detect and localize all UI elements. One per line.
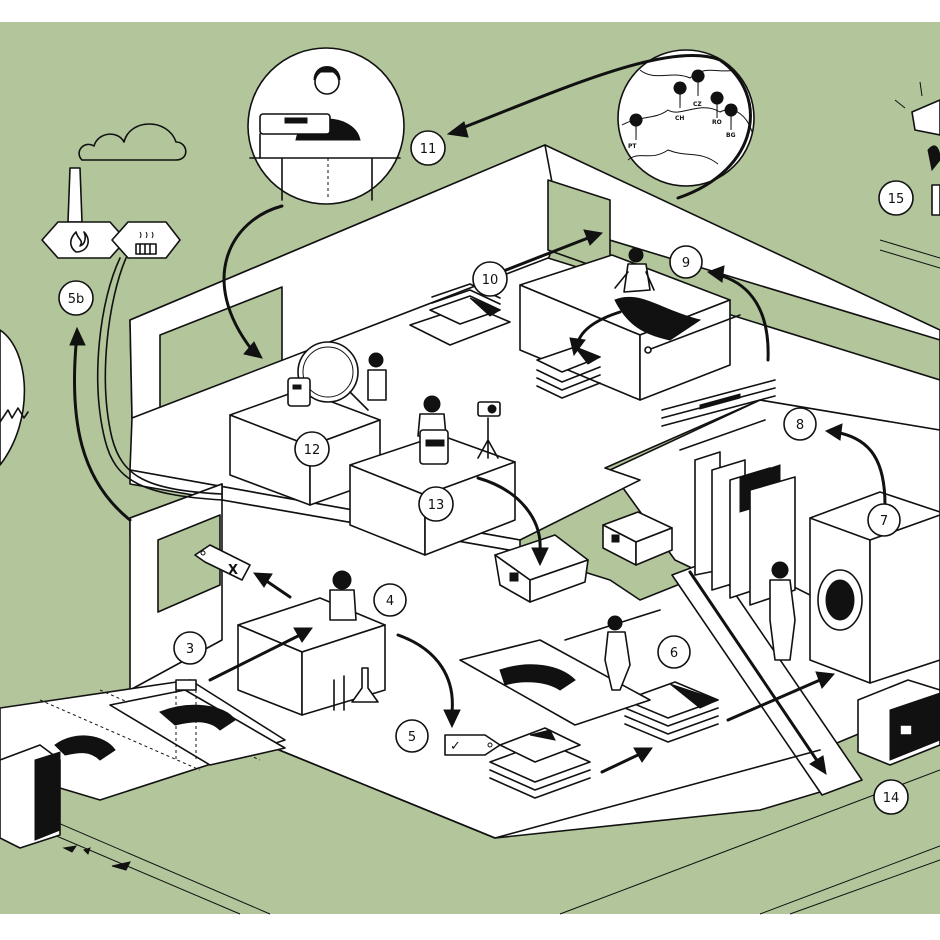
step-badge-10: 10 xyxy=(472,261,508,297)
magnifier-icon xyxy=(297,341,369,411)
step-badge-7: 7 xyxy=(867,503,901,537)
cloud-icon xyxy=(78,123,187,161)
step-badge-14: 14 xyxy=(873,779,909,815)
svg-text:8: 8 xyxy=(796,418,804,433)
svg-text:15: 15 xyxy=(888,192,905,207)
worker-inspector xyxy=(367,352,387,401)
svg-text:14: 14 xyxy=(883,791,900,806)
worker-spreader xyxy=(564,609,661,691)
step-badge-8: 8 xyxy=(783,407,817,441)
step-badge-3: 3 xyxy=(173,631,207,665)
step-badge-15: 15 xyxy=(878,180,914,216)
fabric-stack-upper-left xyxy=(409,283,511,346)
step-badge-5b: 5b xyxy=(58,280,94,316)
step-badge-6: 6 xyxy=(657,635,691,669)
step-badge-4: 4 xyxy=(373,583,407,617)
returned-backpack-15 xyxy=(894,81,940,216)
worker-washer xyxy=(769,561,796,661)
reject-tag xyxy=(194,544,251,581)
sewing-machine-icon xyxy=(259,113,331,159)
pipe xyxy=(97,257,223,501)
worker-sorter xyxy=(329,570,357,621)
shipping-box-14 xyxy=(857,679,940,766)
europe-map-icon xyxy=(617,49,755,187)
step-badge-5: 5 xyxy=(395,719,429,753)
svg-text:4: 4 xyxy=(386,594,394,609)
approve-mark: ✓ xyxy=(450,739,461,754)
fabric-outside xyxy=(54,679,286,766)
lab-flask xyxy=(333,667,379,711)
pin-label-cz: CZ xyxy=(693,101,702,108)
left-globe-partial xyxy=(0,329,26,466)
svg-text:12: 12 xyxy=(304,443,321,458)
svg-text:7: 7 xyxy=(880,514,888,529)
svg-text:10: 10 xyxy=(482,273,499,288)
pallet-stack-6 xyxy=(624,681,720,743)
svg-text:6: 6 xyxy=(670,646,678,661)
pallet-stack-5 xyxy=(489,727,591,799)
flow-arrows xyxy=(69,54,887,776)
flame-icon xyxy=(69,231,89,253)
svg-text:5: 5 xyxy=(408,730,416,745)
step-badge-9: 9 xyxy=(669,245,703,279)
svg-text:3: 3 xyxy=(186,642,194,657)
lower-window xyxy=(157,514,221,613)
step-badge-11: 11 xyxy=(410,130,446,166)
svg-text:11: 11 xyxy=(420,142,437,157)
pin-label-bg: BG xyxy=(726,132,736,139)
backpack-upper-13 xyxy=(419,429,449,465)
step-badge-12: 12 xyxy=(294,431,330,467)
pin-label-pt: PT xyxy=(628,143,637,150)
approve-tag xyxy=(444,734,501,756)
fabric-sheet-6 xyxy=(459,639,651,726)
reject-mark: X xyxy=(228,563,238,578)
worker-cutter xyxy=(614,247,655,293)
photo-table xyxy=(349,434,516,556)
svg-text:5b: 5b xyxy=(68,292,85,307)
box-icon xyxy=(602,511,673,566)
step-badge-13: 13 xyxy=(418,486,454,522)
location-pin-icon xyxy=(629,69,738,141)
fabric-stack-upper-mid xyxy=(536,345,602,399)
fabric-rolls xyxy=(661,379,776,427)
svg-text:9: 9 xyxy=(682,256,690,271)
pin-label-ro: RO xyxy=(712,119,722,126)
svg-text:13: 13 xyxy=(428,498,445,513)
incoming-backpack xyxy=(0,744,61,849)
backpack-upper-12 xyxy=(287,377,311,407)
pin-label-ch: CH xyxy=(675,115,684,122)
debris xyxy=(62,845,131,871)
factory-icon xyxy=(41,167,181,259)
radiator-icon xyxy=(135,231,157,255)
camera-icon xyxy=(477,401,501,459)
